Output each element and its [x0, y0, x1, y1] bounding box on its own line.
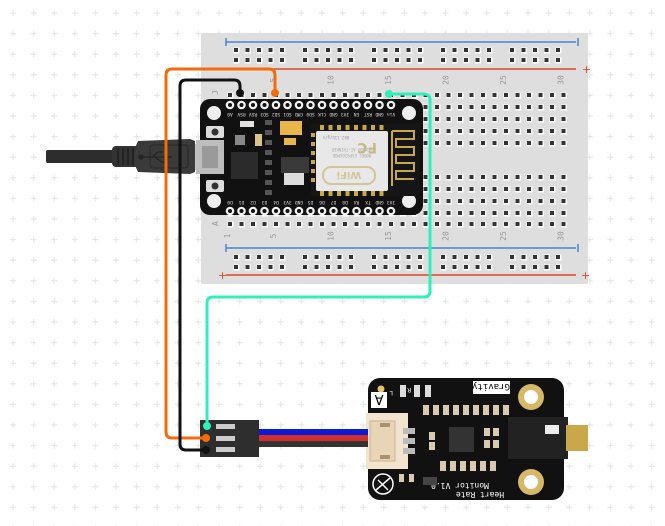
esp-shield	[316, 131, 388, 191]
power-cable-red	[258, 435, 368, 441]
wire-end-a0	[385, 90, 393, 98]
nodemcu-bottom-header: D0 D1 D2 D3 D4 3V3 GND D5 D6 D7 D8 RX TX GND 3V3	[225, 199, 396, 216]
pin-label: RSV	[237, 111, 245, 117]
orange-power-wire	[164, 67, 277, 440]
top-rail-holes	[233, 47, 562, 64]
row-label-a: A	[211, 221, 220, 226]
audio-jack	[508, 417, 568, 459]
wifi-logo: WiFi	[337, 169, 362, 180]
pin-label: D0	[227, 199, 233, 205]
column-number: 30	[557, 75, 566, 85]
pcb-antenna	[391, 130, 415, 186]
pin-label: Vin	[387, 111, 395, 117]
cyan-signal-wire	[205, 92, 432, 428]
svg-text:R: R	[407, 386, 411, 393]
column-number: 10	[327, 231, 336, 241]
column-number: 30	[557, 231, 566, 241]
pin-label: SD0	[306, 111, 314, 117]
gravity-brand: Gravity	[471, 381, 510, 391]
pin-label: D2	[250, 199, 256, 205]
bottom-plus-label-right: +	[581, 269, 590, 282]
pin-label: 3V3	[283, 199, 291, 205]
pin-label: GND	[375, 111, 383, 117]
sensor-name-line2: Monitor V1.0	[431, 481, 489, 490]
bottom-plus-label: +	[218, 269, 227, 282]
sensor-smd-components	[399, 405, 509, 482]
sensor-chip	[449, 427, 474, 452]
pin-label: A0	[227, 111, 233, 117]
pin-label: SD2	[272, 111, 280, 117]
wire-end-gnd	[236, 89, 244, 97]
row-label-j: J	[211, 90, 220, 95]
column-number: 15	[384, 75, 393, 85]
mounting-hole	[402, 106, 416, 120]
wires	[164, 67, 432, 454]
column-number: 15	[384, 231, 393, 241]
ground-cable-black	[258, 441, 368, 447]
mounting-hole	[207, 194, 221, 208]
analog-badge	[371, 392, 387, 408]
wire-end-ground-pin	[202, 446, 210, 454]
pin-label: SD1	[283, 111, 291, 117]
pin-label: D6	[319, 199, 325, 205]
pin-label: D1	[239, 199, 245, 205]
module-text: 802.11b/g/n	[322, 135, 349, 140]
mounting-hole	[402, 194, 416, 208]
pin-label: D3	[262, 199, 268, 205]
pin-label: D4	[273, 199, 279, 205]
module-text: VENDOR AI-THINKER	[331, 147, 373, 152]
pin-label: EN	[354, 111, 360, 117]
column-number: 1	[223, 233, 232, 238]
pin-label: RSV	[249, 111, 257, 117]
wifi-logo-frame	[322, 166, 376, 185]
column-number: 5	[269, 233, 278, 238]
voltage-regulator	[281, 157, 309, 173]
svg-text:L: L	[389, 389, 393, 396]
pin-label: CMD	[295, 111, 303, 117]
pin-label: RX	[354, 199, 360, 205]
wire-end-power-pin	[202, 434, 210, 442]
usb-serial-chip	[231, 152, 258, 179]
capacitor	[280, 121, 302, 135]
pin-label: GND	[295, 199, 303, 205]
dfrobot-logo-icon	[372, 473, 394, 495]
pin-label: GND	[329, 111, 337, 117]
gravity-badge	[473, 381, 510, 394]
fcc-logo: FC	[357, 139, 377, 155]
wire-end-3v3	[271, 89, 279, 97]
column-number: 20	[442, 75, 451, 85]
analog-label: A	[374, 391, 383, 406]
pin-label: CLK	[318, 111, 326, 117]
pin-label: D8	[342, 199, 348, 205]
pin-label: 3V3	[387, 199, 395, 205]
module-text: MODEL ESP8266MOD	[332, 153, 371, 158]
pin-label: RST	[364, 111, 372, 117]
column-number: 25	[499, 231, 508, 241]
column-number: 10	[327, 75, 336, 85]
sensor-cable	[258, 429, 368, 447]
pin-label: 3V3	[341, 111, 349, 117]
heart-rate-sensor-board: A Gravity L R M	[366, 378, 588, 500]
black-ground-wire	[178, 78, 242, 452]
pin-label: D7	[331, 199, 337, 205]
bottom-rail-holes	[233, 254, 562, 271]
column-number: 25	[499, 75, 508, 85]
esp-module-pads	[311, 125, 384, 196]
status-leds: L R	[389, 385, 431, 397]
sensor-name-line1: Heart Rate	[456, 490, 504, 499]
pin-label: GND	[375, 199, 383, 205]
pin-label: D5	[308, 199, 314, 205]
column-number: 20	[442, 231, 451, 241]
pin-label: SD3	[260, 111, 268, 117]
mounting-hole	[207, 106, 221, 120]
pin-label: TX	[365, 199, 371, 205]
wire-end-signal-pin	[203, 422, 211, 430]
top-plus-label: +	[582, 63, 591, 76]
signal-cable-blue	[258, 429, 368, 435]
